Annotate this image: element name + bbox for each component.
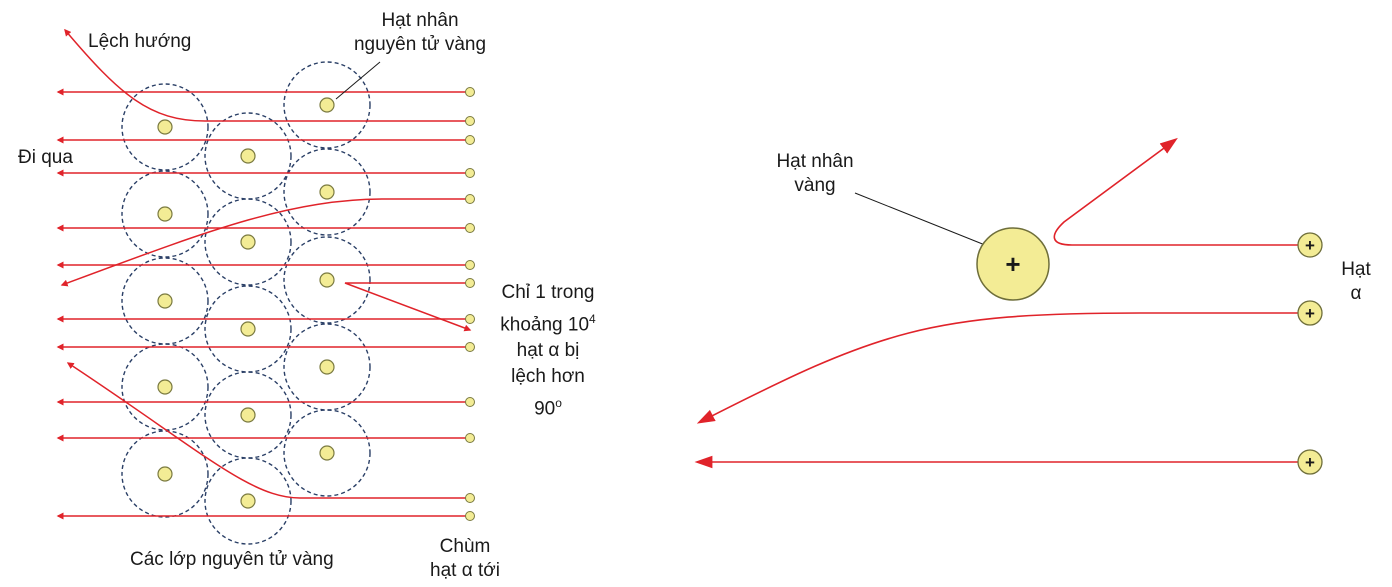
alpha-particle — [465, 223, 475, 233]
gold-nucleus — [157, 466, 173, 482]
alpha-particle — [465, 433, 475, 443]
alpha-particle — [465, 511, 475, 521]
label-line: nguyên tử vàng — [353, 34, 487, 55]
gold-nucleus — [319, 272, 335, 288]
label-line: hạt α bị — [516, 340, 580, 362]
nucleus-label-pointer — [335, 61, 381, 100]
gold-nuclei — [157, 97, 335, 509]
label-line: Chỉ 1 trong — [501, 282, 595, 303]
gold-atom — [121, 343, 209, 431]
gold-atom — [283, 61, 371, 149]
gold-atom — [283, 323, 371, 411]
gold-atom — [121, 430, 209, 518]
label-incident-beam: Chùm hạt α tới — [405, 535, 525, 583]
alpha-particle — [465, 314, 475, 324]
alpha-particles-right: + + + — [1297, 232, 1323, 475]
gold-nucleus — [240, 148, 256, 164]
label-gold-layers: Các lớp nguyên tử vàng — [130, 549, 334, 570]
gold-nucleus-large — [976, 227, 1050, 301]
alpha-particle — [465, 342, 475, 352]
gold-atom — [121, 83, 209, 171]
deflected-track-bottom — [66, 362, 468, 499]
gold-nucleus — [319, 445, 335, 461]
label-gold-nucleus: Hạt nhân nguyên tử vàng — [335, 9, 505, 57]
deflected-track-middle — [60, 198, 468, 287]
label-superscript: o — [555, 396, 562, 411]
alpha-sign: + — [1305, 453, 1315, 472]
label-alpha-particle: Hạt α — [1330, 258, 1382, 306]
gold-nucleus — [240, 321, 256, 337]
label-line: hạt α tới — [430, 560, 500, 581]
gold-atom — [283, 409, 371, 497]
deflected-track-back — [344, 282, 472, 332]
gold-atom — [204, 198, 292, 286]
label-deflected: Lệch hướng — [88, 31, 192, 52]
gold-atom — [204, 285, 292, 373]
gold-nucleus — [157, 379, 173, 395]
incoming-alpha-particles — [465, 87, 475, 521]
deflected-track-top — [64, 28, 468, 122]
gold-nucleus — [157, 206, 173, 222]
label-line: lệch hơn — [511, 366, 585, 388]
gold-atom-layers — [121, 61, 371, 545]
alpha-sign: + — [1305, 304, 1315, 323]
alpha-tracks-straight — [56, 88, 468, 520]
right-alpha-tracks — [694, 137, 1298, 469]
alpha-particle — [465, 87, 475, 97]
label-line: khoảng 104 — [478, 306, 618, 338]
gold-nucleus — [319, 184, 335, 200]
gold-atom — [204, 457, 292, 545]
alpha-particle — [465, 260, 475, 270]
gold-nucleus — [319, 359, 335, 375]
gold-nucleus-label-pointer — [854, 192, 986, 246]
alpha-particle — [465, 168, 475, 178]
gold-atom — [204, 112, 292, 200]
gold-nucleus — [319, 97, 335, 113]
gold-atom — [204, 371, 292, 459]
alpha-tracks-deflected — [60, 28, 472, 499]
gold-nucleus — [157, 119, 173, 135]
alpha-particle — [465, 493, 475, 503]
label-line: α — [1350, 283, 1362, 304]
gold-nucleus — [240, 407, 256, 423]
label-line: 90o — [478, 390, 618, 422]
alpha-particle-large — [1297, 449, 1323, 475]
label-line: Hạt — [1341, 259, 1371, 280]
label-pass-through: Đi qua — [18, 147, 73, 168]
gold-nucleus — [240, 493, 256, 509]
gold-nucleus — [157, 293, 173, 309]
label-line: Hạt nhân — [776, 151, 854, 172]
gold-atom — [283, 236, 371, 324]
alpha-particle-large — [1297, 300, 1323, 326]
alpha-particle-large — [1297, 232, 1323, 258]
gold-atom — [121, 257, 209, 345]
gold-nucleus — [240, 234, 256, 250]
alpha-particle — [465, 397, 475, 407]
label-line: Chùm — [439, 536, 491, 557]
gold-nucleus-sign: + — [1005, 249, 1020, 279]
deflected-track — [696, 312, 1298, 424]
label-superscript: 4 — [589, 312, 596, 326]
label-line: Hạt nhân — [381, 10, 459, 31]
alpha-sign: + — [1305, 236, 1315, 255]
alpha-particle — [465, 278, 475, 288]
label-line-text: khoảng 10 — [500, 314, 590, 336]
alpha-particle — [465, 194, 475, 204]
backscatter-track — [1053, 137, 1298, 246]
alpha-particle — [465, 116, 475, 126]
gold-atom — [283, 148, 371, 236]
alpha-particle — [465, 135, 475, 145]
label-gold-nucleus-right: Hạt nhân vàng — [755, 150, 875, 198]
label-line: vàng — [794, 175, 836, 196]
gold-atom — [121, 170, 209, 258]
label-line-text: 90 — [534, 398, 556, 420]
label-deflection-ratio: Chỉ 1 trong khoảng 104 hạt α bị lệch hơn… — [478, 280, 618, 423]
